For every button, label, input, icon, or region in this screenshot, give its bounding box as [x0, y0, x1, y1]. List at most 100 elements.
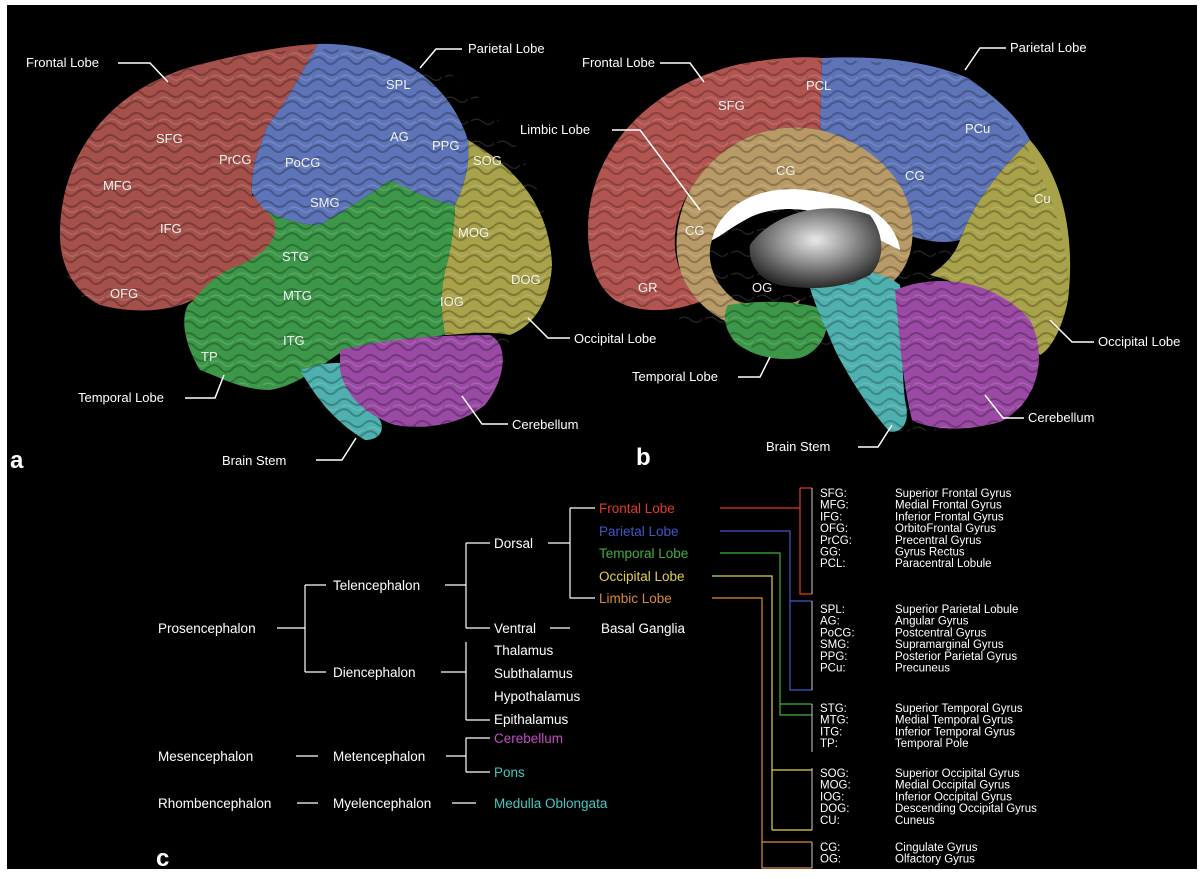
gyri-fullname: Precuneus [895, 663, 950, 675]
gyri-abbrev: GG: [820, 547, 841, 559]
diencephalon-part-hypothalamus: Hypothalamus [494, 689, 581, 704]
gyrus-iog-a: IOG [440, 294, 464, 309]
gyri-abbrev: AG: [820, 616, 840, 628]
gyrus-tp-a: TP [201, 349, 218, 364]
division-prosencephalon: Prosencephalon [158, 621, 256, 636]
label-parietal-lobe-a: Parietal Lobe [468, 41, 545, 56]
gyrus-prcg-a: PrCG [219, 152, 252, 167]
gyrus-mfg-a: MFG [103, 178, 132, 193]
lobe-occipital-c: Occipital Lobe [599, 569, 685, 584]
gyrus-sog-a: SOG [473, 153, 502, 168]
gyrus-cg-b-2: CG [905, 168, 925, 183]
gyrus-dog-a: DOG [511, 272, 541, 287]
gyri-abbrev: TP: [820, 738, 838, 750]
lobe-parietal-c: Parietal Lobe [599, 524, 679, 539]
gyri-fullname: Temporal Pole [895, 738, 969, 750]
gyri-abbrev: PrCG: [820, 535, 852, 547]
label-occipital-lobe-a: Occipital Lobe [574, 331, 656, 346]
gyrus-og-b: OG [752, 280, 772, 295]
panel-label-c: c [156, 845, 169, 872]
gyrus-stg-a: STG [282, 249, 309, 264]
gyri-fullname: Medial Occipital Gyrus [895, 780, 1010, 792]
gyri-fullname: Olfactory Gyrus [895, 854, 975, 866]
gyrus-gr-b: GR [638, 280, 658, 295]
gyri-fullname: Precentral Gyrus [895, 535, 982, 547]
gyri-fullname: Cingulate Gyrus [895, 842, 978, 854]
gyri-abbrev: PCL: [820, 558, 846, 570]
panel-label-a: a [10, 447, 24, 474]
gyrus-cu-b: Cu [1034, 191, 1051, 206]
gyri-fullname: Superior Temporal Gyrus [895, 703, 1023, 715]
gyri-fullname: Cuneus [895, 815, 935, 827]
diencephalon-part-epithalamus: Epithalamus [494, 712, 569, 727]
gyri-abbrev: IOG: [820, 791, 844, 803]
division-rhombencephalon: Rhombencephalon [158, 796, 271, 811]
gyri-abbrev: CU: [820, 815, 840, 827]
gyrus-cg-b-1: CG [776, 163, 796, 178]
division-mesencephalon: Mesencephalon [158, 749, 253, 764]
gyrus-pcl-b: PCL [806, 78, 831, 93]
label-temporal-lobe-b: Temporal Lobe [632, 369, 718, 384]
gyrus-sfg-b: SFG [718, 98, 745, 113]
gyri-fullname: Postcentral Gyrus [895, 627, 987, 639]
gyri-fullname: Posterior Parietal Gyrus [895, 651, 1017, 663]
gyrus-cg-b-3: CG [685, 223, 705, 238]
label-brainstem-a: Brain Stem [222, 453, 286, 468]
gyri-abbrev: CG: [820, 842, 840, 854]
lobe-temporal-c: Temporal Lobe [599, 546, 688, 561]
gyrus-pocg-a: PoCG [285, 155, 320, 170]
gyri-fullname: Paracentral Lobule [895, 558, 992, 570]
gyri-abbrev: MOG: [820, 780, 851, 792]
subdivision-myelencephalon: Myelencephalon [333, 796, 431, 811]
gyri-abbrev: IFG: [820, 511, 842, 523]
label-occipital-lobe-b: Occipital Lobe [1098, 334, 1180, 349]
gyrus-smg-a: SMG [310, 195, 340, 210]
gyri-abbrev: SFG: [820, 488, 847, 500]
gyri-fullname: Inferior Temporal Gyrus [895, 726, 1015, 738]
gyrus-sfg-a: SFG [156, 131, 183, 146]
gyri-fullname: OrbitoFrontal Gyrus [895, 523, 996, 535]
gyri-fullname: Superior Occipital Gyrus [895, 768, 1020, 780]
gyri-fullname: Supramarginal Gyrus [895, 639, 1004, 651]
gyrus-ifg-a: IFG [160, 221, 182, 236]
gyrus-pcu-b: PCu [965, 121, 990, 136]
gyri-fullname: Descending Occipital Gyrus [895, 803, 1037, 815]
branch-ventral: Ventral [494, 621, 536, 636]
subdivision-metencephalon: Metencephalon [333, 749, 425, 764]
gyri-fullname: Superior Parietal Lobule [895, 604, 1018, 616]
gyrus-mtg-a: MTG [283, 288, 312, 303]
gyrus-mog-a: MOG [458, 225, 489, 240]
hindbrain-medulla-oblongata: Medulla Oblongata [494, 796, 608, 811]
gyri-abbrev: DOG: [820, 803, 849, 815]
gyri-abbrev: MTG: [820, 715, 849, 727]
gyri-fullname: Inferior Occipital Gyrus [895, 791, 1012, 803]
gyri-fullname: Medial Temporal Gyrus [895, 715, 1013, 727]
label-frontal-lobe-a: Frontal Lobe [26, 55, 99, 70]
lobe-limbic-c: Limbic Lobe [599, 591, 672, 606]
label-cerebellum-a: Cerebellum [512, 417, 578, 432]
gyri-fullname: Inferior Frontal Gyrus [895, 511, 1004, 523]
gyrus-ag-a: AG [390, 129, 409, 144]
subdivision-telencephalon: Telencephalon [333, 578, 420, 593]
panel-label-b: b [636, 444, 651, 471]
label-cerebellum-b: Cerebellum [1028, 410, 1094, 425]
hindbrain-cerebellum: Cerebellum [494, 731, 563, 746]
label-frontal-lobe-b: Frontal Lobe [582, 55, 655, 70]
branch-dorsal: Dorsal [494, 536, 533, 551]
gyri-abbrev: SMG: [820, 639, 849, 651]
gyri-fullname: Gyrus Rectus [895, 547, 965, 559]
gyri-fullname: Medial Frontal Gyrus [895, 500, 1002, 512]
lobe-frontal-c: Frontal Lobe [599, 501, 675, 516]
gyri-abbrev: PCu: [820, 663, 846, 675]
diencephalon-part-thalamus: Thalamus [494, 643, 554, 658]
label-brainstem-b: Brain Stem [766, 439, 830, 454]
subdivision-diencephalon: Diencephalon [333, 665, 416, 680]
gyri-abbrev: PoCG: [820, 627, 855, 639]
gyri-abbrev: SPL: [820, 604, 845, 616]
hindbrain-pons: Pons [494, 765, 525, 780]
label-temporal-lobe-a: Temporal Lobe [78, 390, 164, 405]
gyri-abbrev: SOG: [820, 768, 849, 780]
gyrus-ofg-a: OFG [110, 286, 138, 301]
